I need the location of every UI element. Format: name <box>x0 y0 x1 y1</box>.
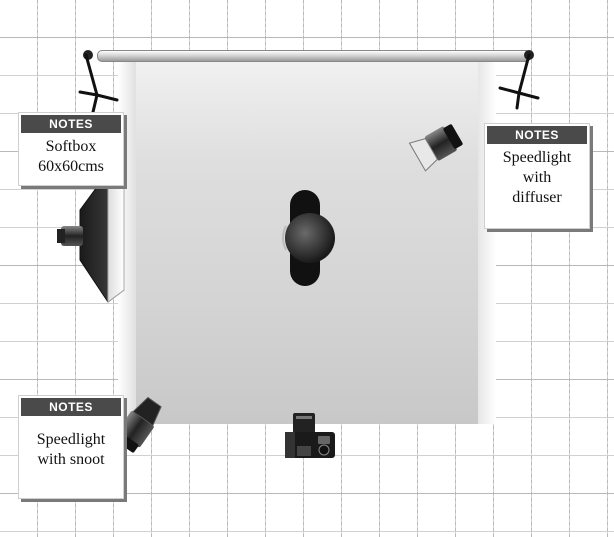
note-header: NOTES <box>487 126 587 144</box>
note-softbox: NOTES Softbox 60x60cms <box>18 112 124 186</box>
person-top-view-icon <box>282 190 335 286</box>
note-text: Softbox 60x60cms <box>38 138 104 175</box>
speedlight-icon <box>408 124 463 172</box>
note-text: Speedlight with snoot <box>36 431 106 468</box>
note-header: NOTES <box>21 398 121 416</box>
softbox-icon <box>57 170 125 303</box>
light-stand-icon-left <box>78 53 119 114</box>
note-speedlight-diffuser: NOTES Speedlight with diffuser <box>484 123 590 229</box>
note-header: NOTES <box>21 115 121 133</box>
camera-icon <box>285 413 335 458</box>
note-speedlight-snoot: NOTES Speedlight with snoot <box>18 395 124 499</box>
rod-left-cap <box>83 50 93 60</box>
light-stand-icon-right <box>498 53 540 110</box>
note-text: Speedlight with diffuser <box>502 149 572 206</box>
